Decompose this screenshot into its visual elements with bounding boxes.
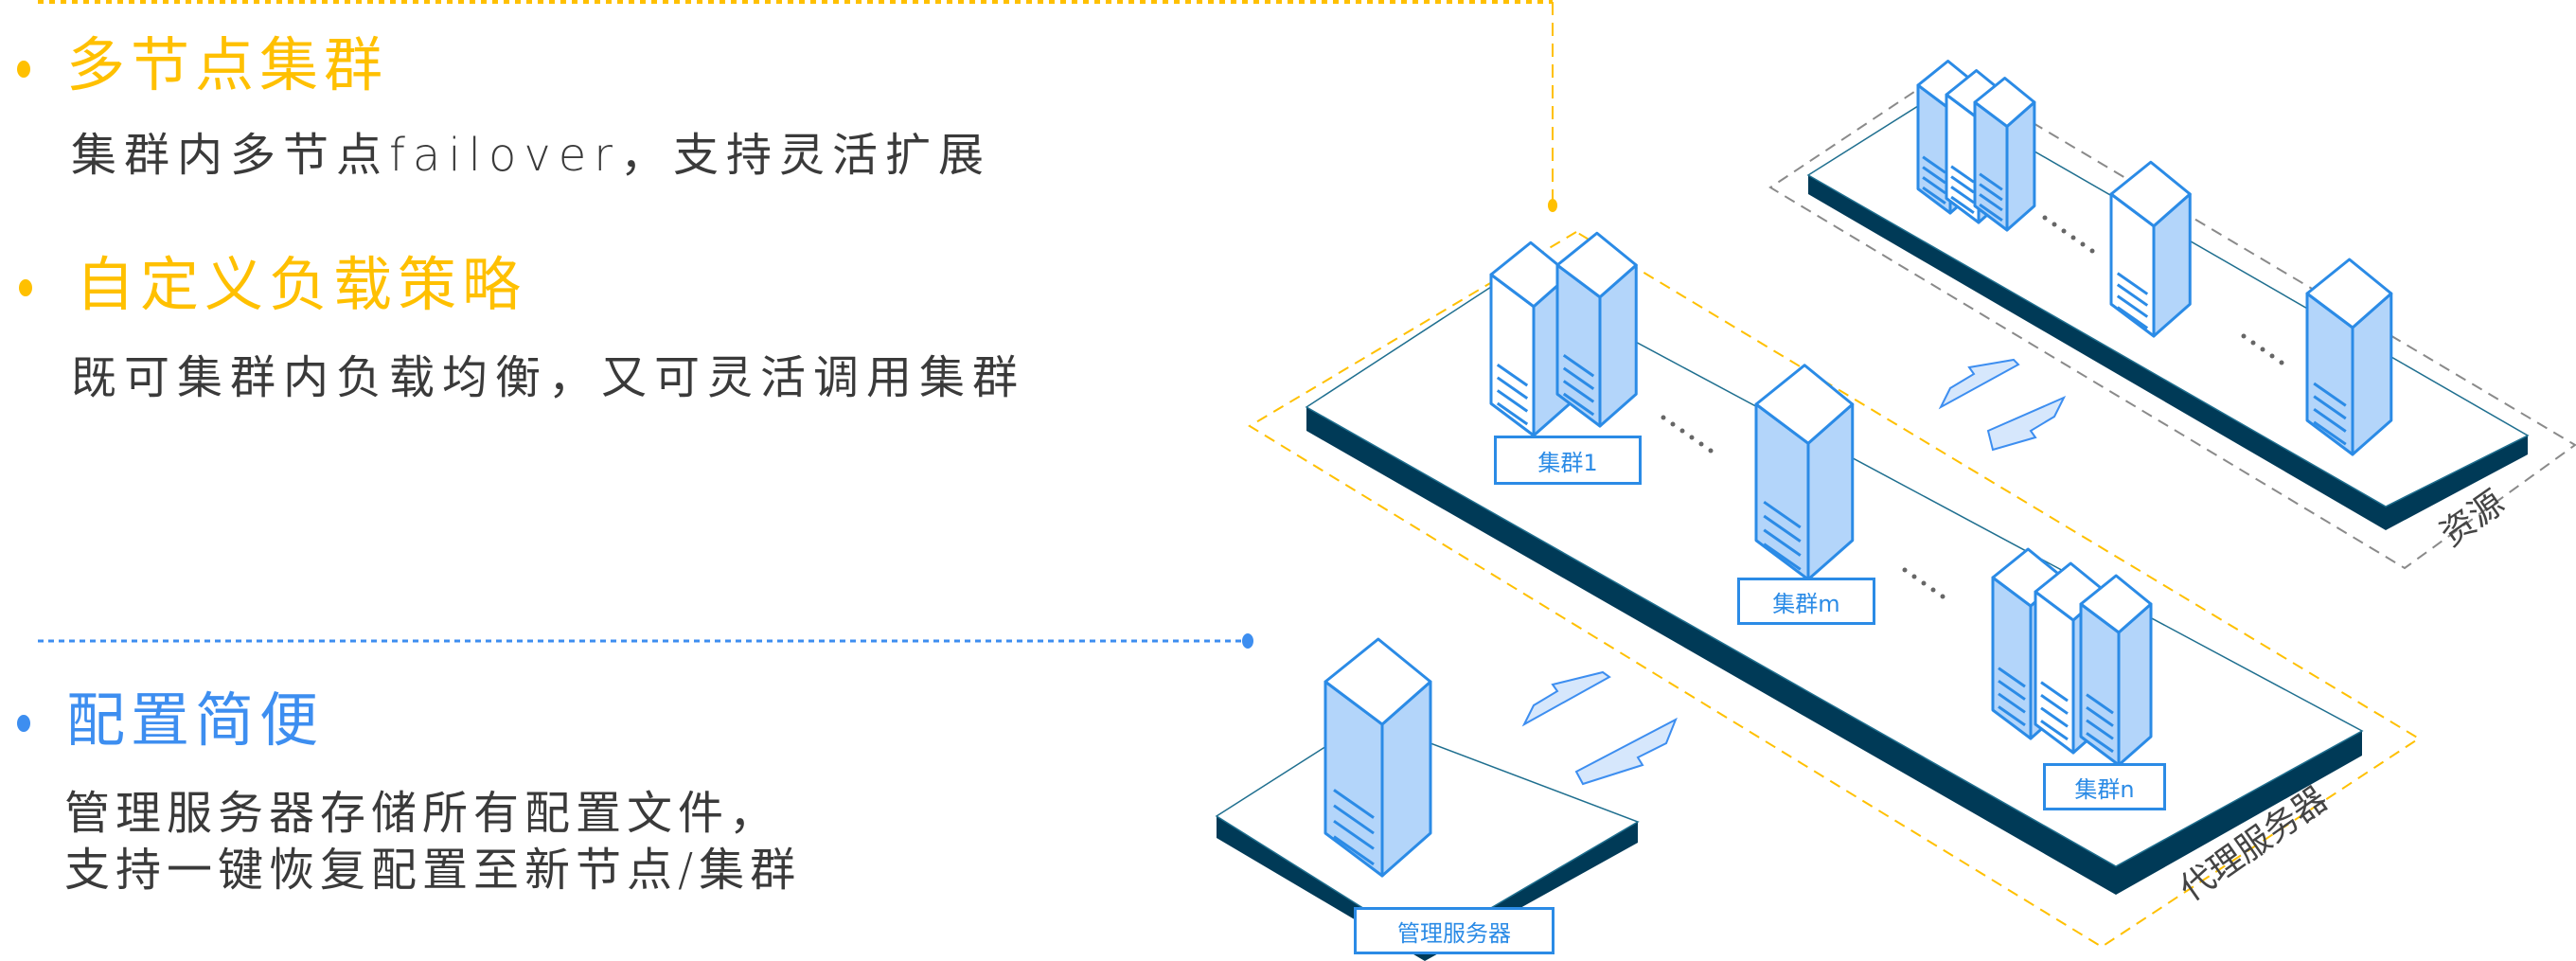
server-rack-top-face <box>2079 574 2153 634</box>
rack-vent-line <box>2086 732 2114 754</box>
rack-vent-line <box>1950 186 1975 205</box>
rack-vent-line <box>1562 353 1595 378</box>
rack-vent-line <box>1998 667 2026 688</box>
rack-vent-line <box>1922 166 1946 185</box>
arrow-left-down-icon <box>1938 358 2020 410</box>
server-rack-top-face <box>1555 231 1638 299</box>
arrow-left-down-icon <box>1521 670 1611 727</box>
arrows-resource-proxy <box>1938 358 2067 452</box>
rack-vent-line <box>2040 681 2069 703</box>
rack-vent-line <box>1496 401 1529 426</box>
feature-title-load-policy: 自定义负载策略 <box>76 250 527 319</box>
rack-vent-line <box>1763 543 1802 571</box>
rack-vent-line <box>1333 819 1375 850</box>
rack-vent-line <box>1922 155 1946 174</box>
rack-vent-line <box>1562 392 1595 417</box>
feature-title-multinode: 多节点集群 <box>66 30 389 99</box>
rack-vent-line <box>2313 420 2347 446</box>
rack-vent-line <box>1922 176 1946 195</box>
rack-vent-line <box>1998 679 2026 701</box>
rack-vent-line <box>2116 306 2149 329</box>
server-rack-top-face <box>1324 637 1432 726</box>
rack-vent-line <box>1998 705 2026 727</box>
proxy-dashed-outline <box>1248 230 2421 949</box>
rack-vent-line <box>2116 294 2149 318</box>
arrows-management-proxy <box>1521 670 1678 786</box>
bullet-dot <box>17 61 30 78</box>
rack-vent-line <box>1950 195 1975 214</box>
bullet-dot <box>17 715 30 732</box>
rack-vent-line <box>1979 203 2003 222</box>
rack-vent-line <box>1333 835 1375 866</box>
feature-title-easy-config: 配置简便 <box>66 685 325 755</box>
feature-desc-load-policy: 既可集群内负载均衡，又可灵活调用集群 <box>71 351 1026 404</box>
rack-vent-line <box>2086 719 2114 740</box>
feature-desc-multinode: 集群内多节点failover，支持灵活扩展 <box>71 129 992 182</box>
bullet-dot <box>19 279 32 296</box>
rack-vent-line <box>1922 186 1946 205</box>
rack-vent-line <box>1333 789 1375 819</box>
cluster-label-m: 集群m <box>1737 578 1875 625</box>
rack-vent-line <box>2040 720 2069 741</box>
ellipsis-dots <box>1661 215 2284 599</box>
rack-vent-line <box>2040 693 2069 715</box>
server-rack-top-face <box>1973 77 2036 128</box>
rack-vent-line <box>1562 366 1595 390</box>
rack-vent-line <box>1763 500 1802 529</box>
rack-vent-line <box>1763 528 1802 557</box>
cluster-label-1: 集群1 <box>1494 436 1642 485</box>
rack-vent-line <box>1333 804 1375 835</box>
server-rack-top-face <box>2109 160 2192 228</box>
arrow-right-up-icon <box>1574 717 1678 786</box>
yellow-connector-dot <box>1548 199 1557 212</box>
rack-vent-line <box>1562 380 1595 403</box>
rack-vent-line <box>1950 175 1975 194</box>
rack-vent-line <box>2086 705 2114 727</box>
rack-vent-line <box>2040 706 2069 728</box>
rack-vent-line <box>1979 172 2003 191</box>
rack-vent-line <box>2313 407 2347 433</box>
rack-vent-line <box>1496 389 1529 413</box>
rack-vent-line <box>1763 514 1802 543</box>
rack-vent-line <box>2116 272 2149 295</box>
rack-vent-line <box>2116 283 2149 307</box>
rack-vent-line <box>2086 693 2114 715</box>
management-platform-edge <box>1217 816 1638 961</box>
rack-vent-line <box>1979 183 2003 202</box>
cluster-label-n: 集群n <box>2043 763 2166 810</box>
feature-desc-easy-config-line1: 管理服务器存储所有配置文件， <box>64 787 781 840</box>
arrow-right-up-icon <box>1986 395 2067 452</box>
blue-connector-dot <box>1242 633 1253 649</box>
rack-vent-line <box>2313 395 2347 420</box>
rack-vent-line <box>1496 376 1529 400</box>
feature-desc-easy-config-line2: 支持一键恢复配置至新节点/集群 <box>64 844 802 897</box>
rack-vent-line <box>1950 165 1975 184</box>
rack-vent-line <box>1496 363 1529 387</box>
rack-vent-line <box>1979 193 2003 212</box>
servers <box>1324 60 2393 878</box>
rack-vent-line <box>1998 692 2026 714</box>
rack-vent-line <box>2313 382 2347 407</box>
management-server-label: 管理服务器 <box>1354 907 1554 954</box>
server-rack-top-face <box>1754 364 1855 445</box>
server-rack-top-face <box>2305 258 2393 329</box>
